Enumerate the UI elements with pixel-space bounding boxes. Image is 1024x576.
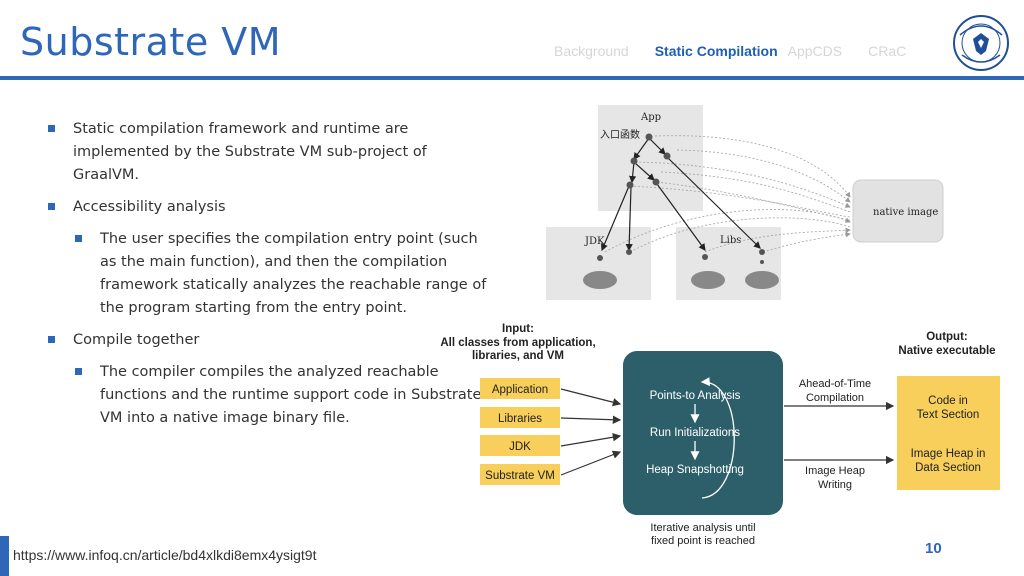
jdk-label: JDK bbox=[584, 236, 605, 247]
native-image-label: native image bbox=[873, 207, 938, 218]
section-nav: Background Static Compilation AppCDS CRa… bbox=[554, 43, 932, 59]
nav-static-compilation[interactable]: Static Compilation bbox=[654, 43, 778, 59]
output-data-section: Image Heap in bbox=[911, 448, 986, 460]
bullet-item: Accessibility analysis bbox=[48, 196, 488, 219]
step-run-initializations: Run Initializations bbox=[650, 427, 740, 439]
heap-writing-label: Image Heap bbox=[805, 465, 865, 477]
compilation-pipeline-diagram: Input: All classes from application, lib… bbox=[440, 323, 1000, 547]
nav-crac[interactable]: CRaC bbox=[868, 43, 907, 59]
app-label: App bbox=[640, 112, 661, 123]
sub-bullet-item: The user specifies the compilation entry… bbox=[48, 228, 488, 320]
input-application: Application bbox=[492, 384, 548, 396]
step-points-to-analysis: Points-to Analysis bbox=[650, 390, 741, 402]
loop-note: Iterative analysis until bbox=[650, 522, 755, 534]
reachability-diagram: App 入口函数 JDK Libs native image bbox=[546, 105, 944, 300]
university-logo bbox=[953, 15, 1009, 71]
output-title: Output: bbox=[926, 331, 968, 343]
nav-appcds[interactable]: AppCDS bbox=[787, 43, 843, 59]
header-rule bbox=[0, 76, 1024, 80]
bullet-item: Compile together bbox=[48, 329, 488, 352]
input-title: All classes from application, bbox=[440, 337, 595, 349]
input-boxes bbox=[480, 378, 560, 485]
input-box bbox=[480, 435, 560, 456]
input-jdk: JDK bbox=[509, 441, 531, 453]
output-box bbox=[897, 376, 1000, 490]
page-number: 10 bbox=[925, 540, 942, 557]
step-heap-snapshotting: Heap Snapshotting bbox=[646, 464, 744, 476]
aot-label: Ahead-of-Time bbox=[799, 378, 871, 390]
nav-background[interactable]: Background bbox=[554, 43, 629, 59]
slide-title: Substrate VM bbox=[20, 20, 282, 64]
input-box bbox=[480, 407, 560, 428]
input-box bbox=[480, 464, 560, 485]
sub-bullet-item: The compiler compiles the analyzed reach… bbox=[48, 361, 488, 430]
analysis-process-box bbox=[623, 351, 783, 515]
aot-label: Compilation bbox=[806, 392, 864, 404]
output-title: Native executable bbox=[898, 345, 995, 357]
input-libraries: Libraries bbox=[498, 413, 542, 425]
heap-writing-label: Writing bbox=[818, 479, 852, 491]
output-data-section: Data Section bbox=[915, 462, 981, 474]
footer-accent-bar bbox=[0, 536, 9, 576]
loop-note: fixed point is reached bbox=[651, 535, 755, 547]
input-box bbox=[480, 378, 560, 399]
native-image-box bbox=[852, 179, 944, 243]
app-box bbox=[598, 105, 703, 211]
bullet-item: Static compilation framework and runtime… bbox=[48, 118, 488, 187]
libs-label: Libs bbox=[720, 235, 741, 246]
output-code-section: Code in bbox=[928, 395, 968, 407]
bullet-list: Static compilation framework and runtime… bbox=[48, 118, 488, 439]
source-url[interactable]: https://www.infoq.cn/article/bd4xlkdi8em… bbox=[13, 547, 317, 563]
input-title: libraries, and VM bbox=[472, 350, 564, 362]
input-title: Input: bbox=[502, 323, 534, 335]
output-code-section: Text Section bbox=[917, 409, 980, 421]
entry-label: 入口函数 bbox=[600, 128, 640, 141]
input-substrate-vm: Substrate VM bbox=[485, 470, 555, 482]
